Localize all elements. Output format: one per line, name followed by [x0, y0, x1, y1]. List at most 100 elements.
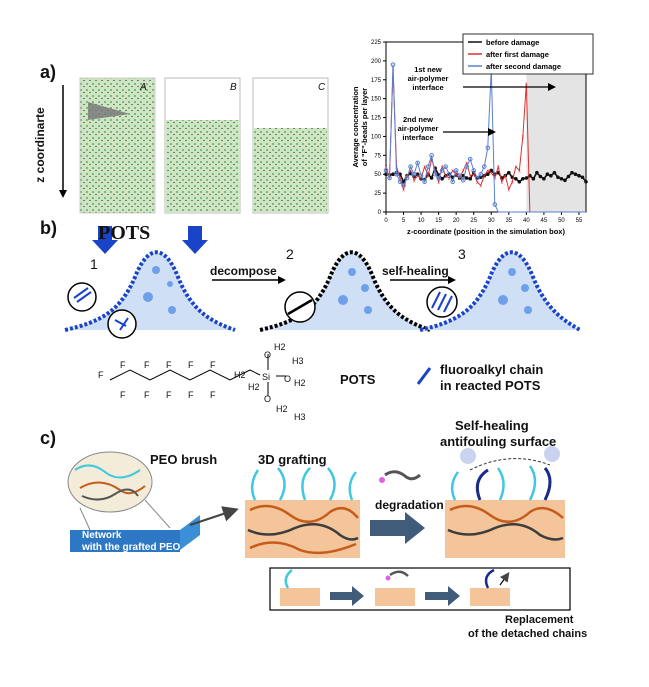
atom-f: F [210, 390, 216, 400]
atom-o: O [264, 394, 272, 404]
data-point [408, 164, 413, 169]
data-point [556, 175, 560, 180]
data-point [425, 164, 431, 169]
atom-f: F [144, 360, 150, 370]
data-point: x [423, 165, 426, 171]
data-point: x [472, 172, 475, 178]
legend-label: after first damage [486, 50, 549, 59]
data-point [467, 156, 473, 162]
y-tick-label: 50 [374, 172, 381, 178]
annotation-first-interface: air-polymer [408, 74, 449, 83]
data-point [485, 145, 491, 151]
box-label-b: B [230, 82, 237, 93]
data-point [391, 172, 395, 177]
step-3: 3 [458, 246, 466, 262]
x-tick-label: 45 [541, 218, 548, 224]
data-point [478, 175, 483, 180]
y-tick-label: 25 [374, 191, 381, 197]
annotation-second-interface: air-polymer [398, 124, 439, 133]
zoom-lens [67, 451, 153, 513]
data-point [524, 176, 529, 180]
atom-f: F [188, 360, 194, 370]
data-point: x [476, 180, 479, 186]
y-tick-label: 0 [378, 210, 382, 216]
y-axis-label-line2: of "F"-beads per layer [360, 88, 369, 166]
data-point [446, 171, 452, 177]
data-point [559, 176, 564, 181]
y-tick-label: 125 [371, 116, 382, 122]
data-point [573, 172, 578, 177]
x-tick-label: 40 [523, 218, 530, 224]
data-point: x [522, 134, 525, 140]
self-healing-schematic [64, 226, 580, 339]
data-point [436, 175, 441, 181]
data-point: x [448, 176, 451, 182]
data-point [474, 175, 480, 181]
y-tick-label: 225 [371, 40, 382, 46]
data-point: x [458, 176, 461, 182]
data-point [387, 175, 392, 181]
data-point [460, 177, 466, 183]
y-axis-label-line1: Average concentration [351, 86, 360, 167]
data-point [570, 170, 574, 175]
chain-legend-line1: fluoroalkyl chain [440, 362, 544, 377]
data-point: x [385, 165, 388, 171]
y-tick-label: 75 [374, 153, 381, 159]
data-point: x [416, 174, 419, 180]
panel-b-label: b) [40, 218, 57, 238]
data-point [521, 176, 525, 181]
data-point: x [434, 168, 437, 174]
data-point: x [487, 168, 490, 174]
y-tick-label: 200 [371, 59, 382, 65]
data-point: x [501, 180, 504, 186]
chain-legend-line2: in reacted POTS [440, 378, 541, 393]
data-point [401, 183, 406, 188]
atom-f: F [210, 360, 216, 370]
box-label-c: C [318, 82, 326, 93]
atom-f: F [98, 370, 104, 380]
self-healing-surface-line1: Self-healing [455, 418, 529, 433]
x-axis-label: z-coordinate (position in the simulation… [407, 227, 565, 236]
mound-1 [64, 250, 236, 339]
step-1: 1 [90, 256, 98, 272]
y-tick-label: 150 [371, 97, 382, 103]
y-tick-label: 175 [371, 78, 382, 84]
data-point [535, 170, 539, 175]
data-point [563, 178, 567, 183]
data-point [464, 164, 470, 169]
data-point: x [462, 168, 465, 174]
pots-formula-text: F F F F F F F F F F F H2 H2 Si O O O H2 … [98, 342, 308, 422]
data-point: x [399, 176, 402, 182]
atom-h2: H2 [294, 378, 306, 388]
data-point [489, 168, 494, 173]
data-point: x [402, 187, 405, 193]
data-point [577, 173, 581, 178]
data-point [481, 164, 487, 169]
pots-arrow-right [182, 226, 208, 254]
data-point [415, 160, 420, 166]
data-point: x [518, 168, 521, 174]
data-point: x [388, 176, 391, 182]
atom-o: O [264, 350, 272, 360]
atom-o: O [284, 374, 292, 384]
replacement-line2: of the detached chains [468, 628, 588, 640]
data-point [429, 153, 434, 158]
atom-si: Si [262, 372, 271, 382]
atom-f: F [144, 390, 150, 400]
legend-label: after second damage [486, 62, 561, 71]
data-point [418, 173, 424, 179]
x-tick-label: 30 [488, 218, 495, 224]
zoom-line [79, 507, 91, 531]
step-2: 2 [286, 246, 294, 262]
data-point: x [444, 174, 447, 180]
box-c [252, 77, 329, 214]
data-point: x [427, 174, 430, 180]
annotation-second-interface: interface [402, 133, 433, 142]
data-point: x [455, 172, 458, 178]
data-point [538, 174, 543, 179]
data-point [464, 176, 469, 180]
data-point [507, 170, 511, 175]
data-point [443, 164, 448, 169]
data-point: x [441, 165, 444, 171]
